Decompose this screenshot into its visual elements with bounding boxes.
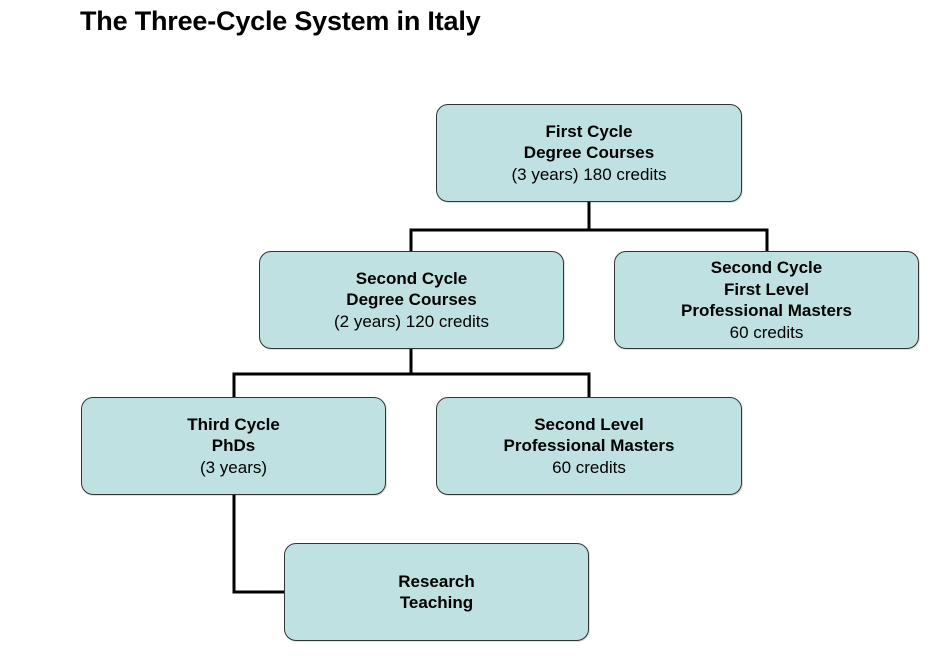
connector-first-to-second-row <box>409 200 769 254</box>
second-cycle-masters-program: Professional Masters <box>680 301 852 320</box>
first-cycle-label: First Cycle <box>545 121 633 141</box>
second-level-masters-box: Second Level Professional Masters 60 cre… <box>436 397 742 495</box>
second-cycle-degree-label: Second Cycle <box>355 268 468 288</box>
third-cycle-label: Third Cycle <box>187 414 280 434</box>
second-cycle-masters-level: First Level <box>723 279 810 299</box>
third-cycle-box: Third Cycle PhDs (3 years) <box>81 397 386 495</box>
second-cycle-degree-duration: (2 years) 120 credits <box>334 311 489 331</box>
first-cycle-program: Degree Courses <box>523 143 655 163</box>
first-cycle-duration: (3 years) 180 credits <box>511 164 667 184</box>
second-cycle-degree-program: Degree Courses <box>346 290 477 310</box>
third-cycle-duration: (3 years) <box>199 457 268 477</box>
second-level-masters-credits: 60 credits <box>552 457 626 477</box>
second-cycle-degree-box: Second Cycle Degree Courses (2 years) 12… <box>259 251 564 349</box>
research-teaching-box: Research Teaching <box>284 543 589 641</box>
first-cycle-box: First Cycle Degree Courses (3 years) 180… <box>436 104 742 202</box>
connector-third-to-research <box>232 492 288 594</box>
second-level-masters-program: Professional Masters <box>503 436 675 456</box>
page-title: The Three-Cycle System in Italy <box>80 6 481 36</box>
second-cycle-masters-credits: 60 credits <box>729 322 804 342</box>
third-cycle-program: PhDs <box>211 436 256 456</box>
second-cycle-masters-box: Second Cycle First Level Professional Ma… <box>614 251 919 349</box>
research-label: Research <box>398 571 475 591</box>
connector-second-to-third-row <box>232 346 591 400</box>
teaching-label: Teaching <box>399 593 474 612</box>
second-cycle-masters-label: Second Cycle <box>710 258 823 277</box>
second-level-masters-label: Second Level <box>534 414 644 434</box>
